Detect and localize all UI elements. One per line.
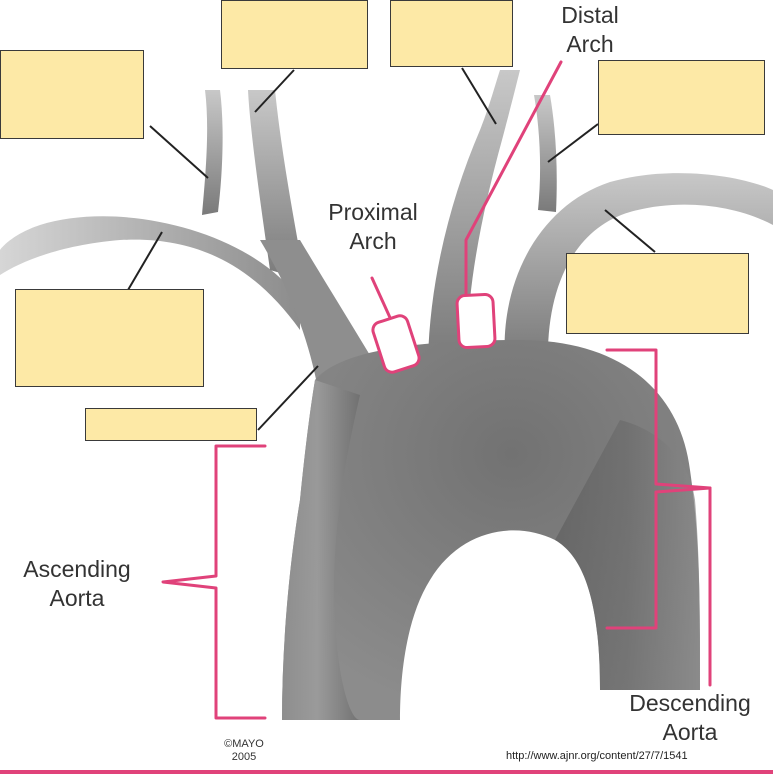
source-url[interactable]: http://www.ajnr.org/content/27/7/1541: [506, 750, 688, 762]
proximal-arch-tab: [371, 314, 421, 374]
distal-arch-label: Distal Arch: [545, 1, 635, 59]
distal-arch-line-2: Arch: [566, 31, 614, 57]
left-side-branch: [0, 216, 300, 330]
descending-aorta-line-2: Aorta: [662, 719, 718, 745]
leader-line-3: [461, 67, 497, 125]
distal-arch-line-1: Distal: [561, 2, 619, 28]
aortic-arch-body: [282, 340, 700, 720]
distal-arch-pointer: [464, 60, 563, 298]
ascending-aorta-bracket: [161, 444, 267, 720]
blank-label-box-1[interactable]: [0, 50, 144, 139]
leader-line-7: [257, 365, 319, 431]
leader-lines: [127, 67, 656, 431]
blank-label-box-3[interactable]: [390, 0, 513, 67]
left-tall-branch: [248, 90, 305, 280]
mayo-credit-line-1: ©MAYO: [224, 738, 264, 750]
proximal-arch-line-2: Arch: [349, 228, 397, 254]
blank-label-box-6[interactable]: [15, 289, 204, 387]
descending-aorta-line-1: Descending: [629, 690, 751, 716]
proximal-arch-label: Proximal Arch: [310, 198, 436, 256]
bracket-annotations: [0, 60, 773, 774]
ascending-aorta-line-1: Ascending: [23, 556, 131, 582]
right-small-branch: [534, 95, 557, 212]
mayo-credit: ©MAYO 2005: [214, 738, 274, 764]
distal-arch-tab: [455, 293, 497, 349]
leader-line-5: [604, 209, 656, 253]
left-small-branch: [202, 90, 223, 215]
ascending-aorta-shade: [282, 380, 360, 720]
leader-line-1: [149, 125, 209, 179]
descending-aorta-label: Descending Aorta: [612, 689, 768, 747]
descending-aorta-shade: [555, 420, 700, 690]
ascending-aorta-line-2: Aorta: [49, 585, 105, 611]
blank-label-box-7[interactable]: [85, 408, 257, 441]
center-carotid-branch: [428, 70, 520, 360]
blank-label-box-2[interactable]: [221, 0, 368, 69]
proximal-arch-line-1: Proximal: [328, 199, 418, 225]
leader-line-2: [254, 69, 295, 113]
aorta: [282, 340, 700, 720]
right-side-branch: [504, 173, 773, 360]
proximal-arch-pointer: [370, 276, 394, 324]
mayo-credit-line-2: 2005: [231, 751, 257, 763]
leader-line-6: [127, 231, 163, 291]
leader-line-4: [547, 123, 599, 163]
blank-label-box-5[interactable]: [566, 253, 749, 334]
blank-label-box-4[interactable]: [598, 60, 765, 135]
ascending-aorta-label: Ascending Aorta: [6, 555, 148, 613]
